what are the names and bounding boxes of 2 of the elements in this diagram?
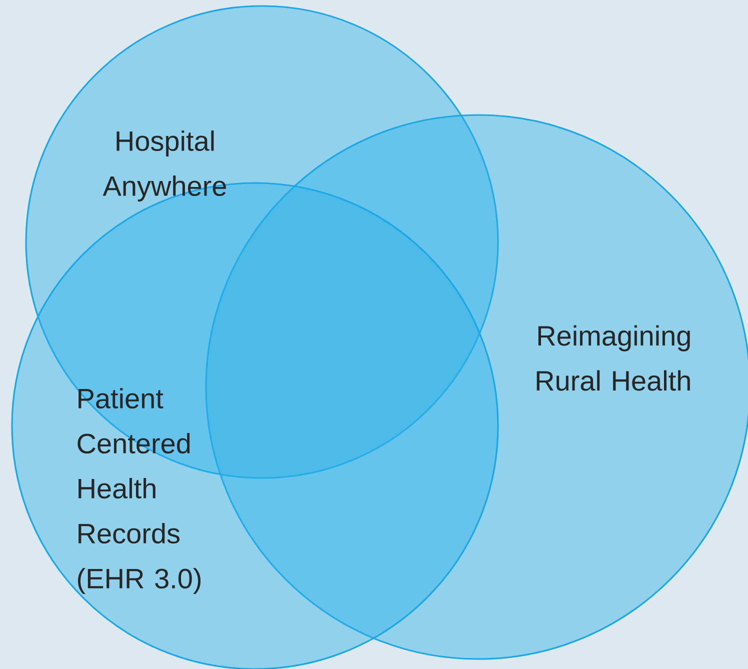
circle-label: Hospital Anywhere bbox=[102, 130, 226, 202]
circle-label: Reimagining Rural Health bbox=[536, 325, 690, 391]
